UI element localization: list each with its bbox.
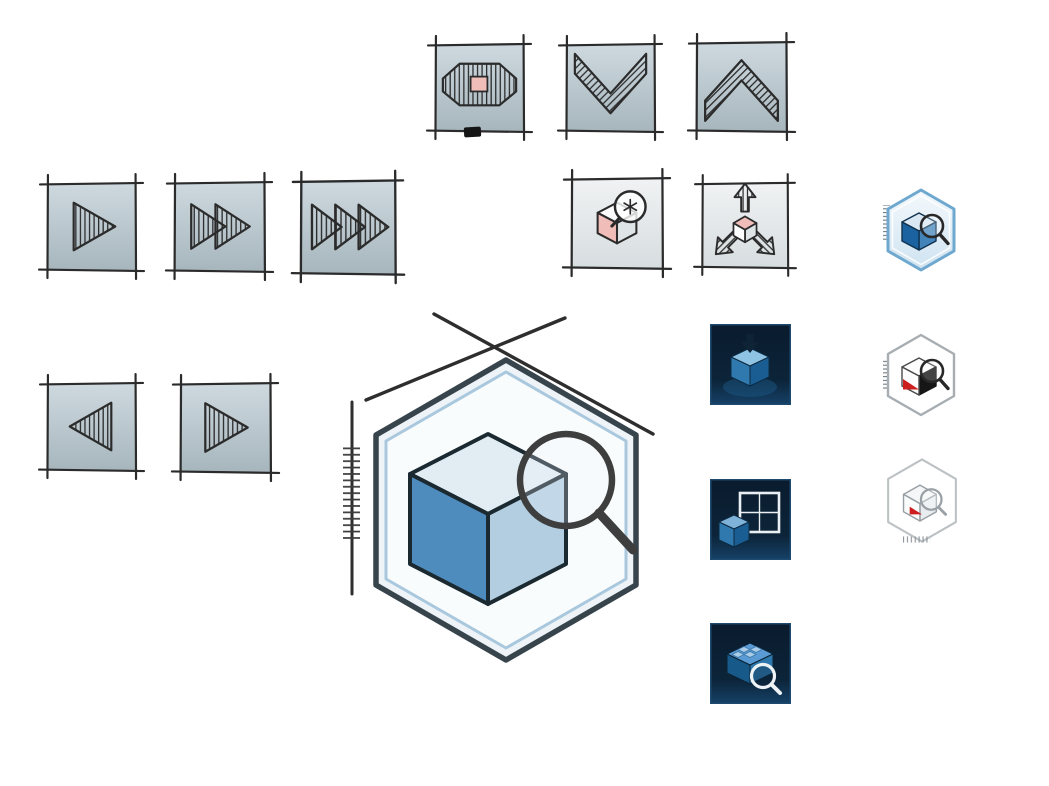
play-single-icon[interactable] (37, 172, 146, 281)
navy-frame-icon[interactable] (710, 479, 791, 560)
hex-badge-light-icon[interactable] (883, 453, 961, 548)
step-forward-icon[interactable] (170, 372, 281, 483)
play-triple-icon[interactable] (290, 169, 406, 285)
magnifier (749, 662, 782, 695)
magnifier (919, 488, 948, 516)
asterisk (623, 198, 638, 215)
chevron-up-shape (704, 59, 779, 122)
play-triangle (72, 201, 117, 252)
chevron-down-shape (573, 52, 648, 115)
magnifier (516, 430, 638, 555)
navy-brick-search-icon[interactable] (710, 623, 791, 704)
play-triangles (310, 203, 390, 251)
forward-triangle (204, 402, 249, 453)
magnifier (610, 190, 647, 228)
sketch-comb (883, 360, 890, 390)
back-triangle (68, 401, 113, 452)
brick-studs (731, 646, 763, 658)
play-triangles (190, 203, 251, 250)
magnifier (919, 358, 950, 391)
navy-insert-icon[interactable] (710, 324, 791, 405)
cube (718, 514, 750, 548)
hex-badge-blue-icon[interactable] (883, 185, 959, 275)
down-arrow-icon (741, 334, 759, 353)
cube (730, 347, 770, 387)
drawing-frame (738, 491, 781, 534)
octagon-target-icon[interactable] (425, 33, 534, 142)
app-hexagon-logo (338, 312, 660, 677)
pink-center-square (469, 75, 489, 93)
hex-badge-dark-icon[interactable] (883, 330, 959, 420)
chevron-down-icon[interactable] (556, 33, 665, 142)
step-back-icon[interactable] (37, 372, 146, 481)
sketch-comb (343, 444, 360, 540)
cube-axes-icon[interactable] (693, 173, 797, 277)
play-double-icon[interactable] (164, 171, 275, 282)
cube (732, 215, 758, 244)
sketch-comb (901, 536, 931, 543)
chevron-up-icon[interactable] (686, 31, 797, 142)
cube-search-sketch-icon[interactable] (561, 167, 673, 279)
ink-mark (463, 126, 482, 138)
red-wedge (903, 379, 919, 390)
magnifier (919, 213, 950, 246)
